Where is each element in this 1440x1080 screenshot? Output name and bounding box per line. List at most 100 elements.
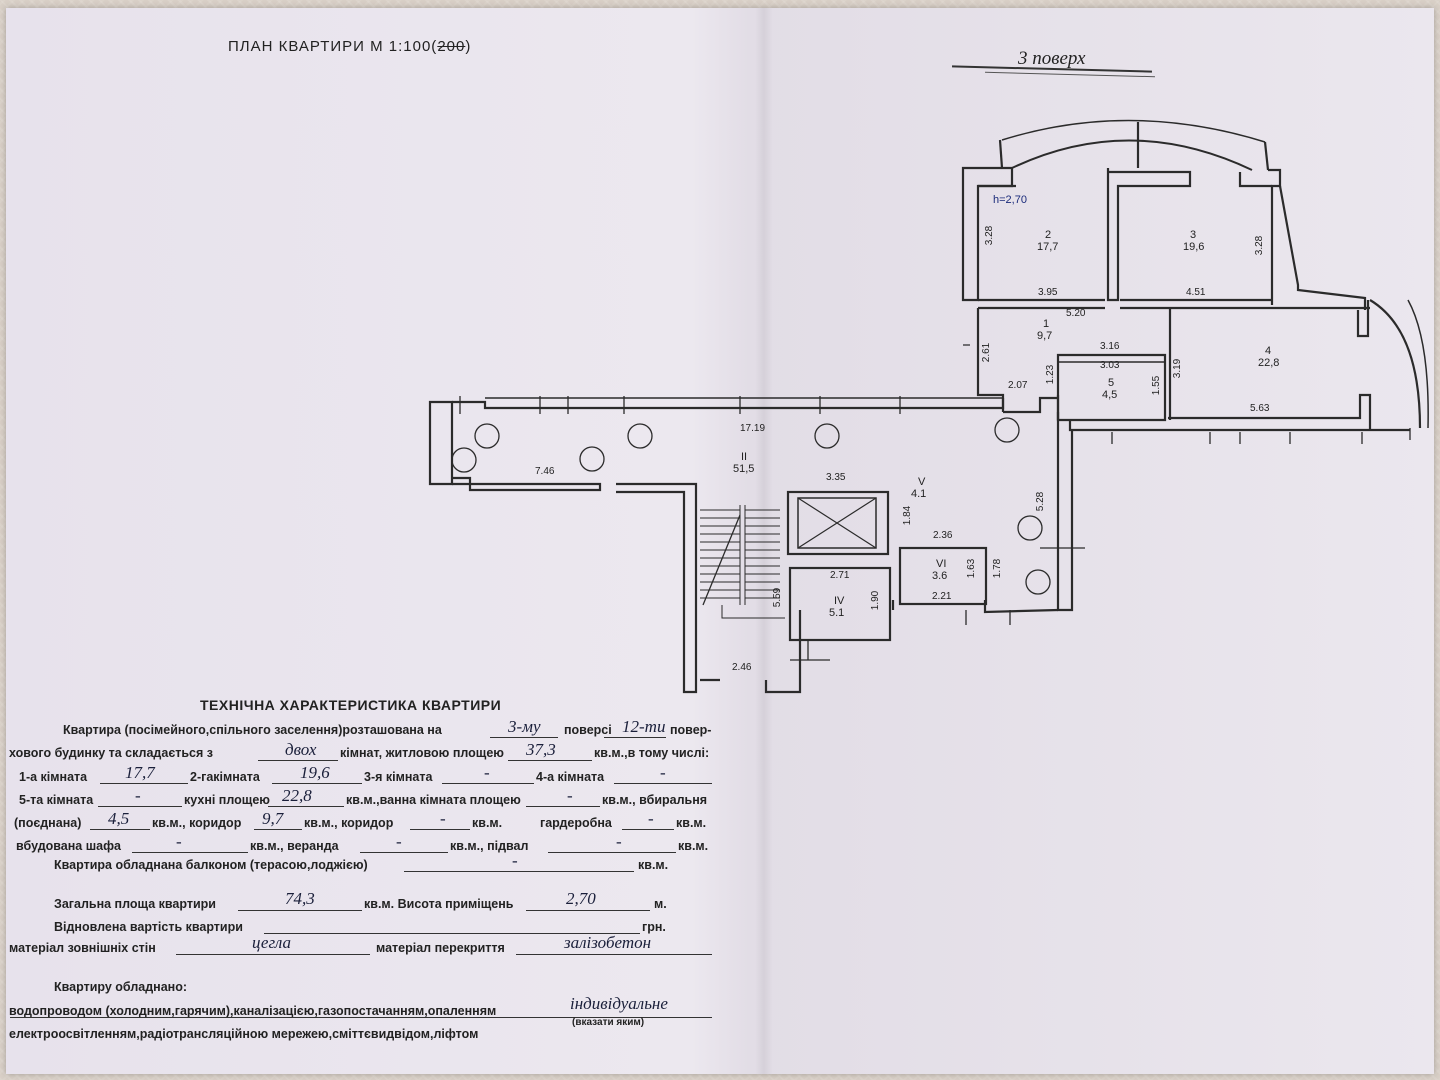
dim-label: 3.28 (984, 225, 996, 246)
underline (268, 806, 344, 807)
room-VI-num: VI (936, 558, 947, 570)
dim-label: 1.55 (1151, 375, 1163, 396)
tech-text: гардеробна (540, 816, 612, 830)
tech-text: електроосвітленням,радіотрансляційною ме… (9, 1027, 479, 1041)
dim-label: 1.84 (902, 505, 914, 526)
room1-area-value: 17,7 (125, 763, 155, 782)
tech-text: м. (654, 897, 667, 911)
tech-text: кв.м. Висота приміщень (364, 897, 514, 911)
room-2-area: 17,7 (1037, 241, 1059, 253)
underline (254, 829, 302, 830)
tech-text: кв.м., коридор (304, 816, 394, 830)
tech-text: кв.м., вбиральня (602, 793, 708, 807)
room-V-area: 4.1 (911, 488, 927, 500)
room-II-num: II (741, 451, 748, 463)
floors-total-value: 12-ти (622, 717, 666, 736)
dim-label: 3.19 (1172, 358, 1184, 379)
tech-text: кв.м.,в тому числі: (594, 746, 710, 760)
dim-label: 3.35 (826, 472, 846, 483)
wardrobe-area-value: - (648, 809, 654, 828)
dim-label: 3.03 (1100, 360, 1120, 371)
tech-text: кв.м. (638, 858, 669, 872)
underline (98, 806, 182, 807)
underline (410, 829, 470, 830)
tech-text: водопроводом (холодним,гарячим),каналіза… (9, 1004, 497, 1018)
dim-label: 5.20 (1066, 308, 1086, 319)
tech-title: ТЕХНІЧНА ХАРАКТЕРИСТИКА КВАРТИРИ (200, 697, 502, 713)
plan-title: ПЛАН КВАРТИРИ М 1:100(200) (228, 38, 472, 55)
tech-text: кв.м., коридор (152, 816, 242, 830)
corridor1-area-value: 9,7 (262, 809, 284, 828)
tech-text: кв.м. (472, 816, 503, 830)
dim-label: 5.59 (772, 587, 784, 608)
floor-value: 3-му (508, 717, 541, 736)
room-4-area: 22,8 (1258, 357, 1280, 369)
tech-text: Квартиру обладнано: (54, 980, 187, 994)
room-3-area: 19,6 (1183, 241, 1205, 253)
room-height-value: 2,70 (566, 889, 596, 908)
total-area-value: 74,3 (285, 889, 315, 908)
room-2-num: 2 (1045, 229, 1052, 241)
room-IV-num: IV (834, 595, 845, 607)
room2-area-value: 19,6 (300, 763, 330, 782)
dim-label: 3.16 (1100, 341, 1120, 352)
height-note: h=2,70 (993, 194, 1027, 206)
underline (360, 852, 448, 853)
dim-label: 4.51 (1186, 287, 1206, 298)
dim-label: 1.90 (870, 590, 882, 611)
bath-area-value: - (567, 786, 573, 805)
tech-text: вбудована шафа (16, 839, 121, 853)
tech-text: Квартира обладнана балконом (терасою,лод… (54, 858, 368, 872)
underline (516, 954, 712, 955)
dim-label: 2.61 (981, 342, 993, 363)
room-1-num: 1 (1043, 318, 1050, 330)
tech-text: 3-я кімната (364, 770, 433, 784)
tech-text: кв.м. (676, 816, 707, 830)
underline (490, 737, 558, 738)
living-area-value: 37,3 (526, 740, 556, 759)
balcony-area-value: - (512, 851, 518, 870)
room-VI-area: 3.6 (932, 570, 948, 582)
room-1-area: 9,7 (1037, 330, 1053, 342)
slab-material-value: залізобетон (564, 933, 652, 952)
room-4-num: 4 (1265, 345, 1272, 357)
dim-label: 1.63 (966, 558, 978, 579)
tech-text: матеріал зовнішніх стін (9, 941, 156, 955)
cellar-area-value: - (616, 832, 622, 851)
tech-text: матеріал перекриття (376, 941, 505, 955)
underline (272, 783, 362, 784)
dim-label: 5.63 (1250, 403, 1270, 414)
underline (508, 760, 592, 761)
dim-label: 2.36 (933, 530, 953, 541)
corridor2-area-value: - (440, 809, 446, 828)
tech-text: 4-а кімната (536, 770, 605, 784)
tech-text: кімнат, житловою площею (340, 746, 504, 760)
underline (526, 910, 650, 911)
room3-area-value: - (484, 763, 490, 782)
room-II-area: 51,5 (733, 463, 755, 475)
room-3-num: 3 (1190, 229, 1197, 241)
tech-text: 2-гакімната (190, 770, 260, 784)
dim-label: 2.07 (1008, 380, 1028, 391)
tech-text: кухні площею (184, 793, 270, 807)
dim-label: 1.23 (1045, 364, 1057, 385)
kitchen-area-value: 22,8 (282, 786, 312, 805)
rooms-count-value: двох (285, 740, 317, 759)
underline (404, 871, 634, 872)
tech-text: 5-та кімната (19, 793, 94, 807)
underline (132, 852, 248, 853)
tech-text: грн. (642, 920, 666, 934)
underline (442, 783, 534, 784)
dim-label: 3.95 (1038, 287, 1058, 298)
underline (176, 954, 370, 955)
tech-text: Відновлена вартість квартири (54, 920, 243, 934)
dim-label: 5.28 (1035, 491, 1047, 512)
underline (622, 829, 674, 830)
underline (526, 806, 600, 807)
underline (264, 933, 640, 934)
dim-label: 2.71 (830, 570, 850, 581)
dim-label: 7.46 (535, 466, 555, 477)
tech-text: Загальна площа квартири (54, 897, 216, 911)
underline (238, 910, 362, 911)
underline (100, 783, 188, 784)
